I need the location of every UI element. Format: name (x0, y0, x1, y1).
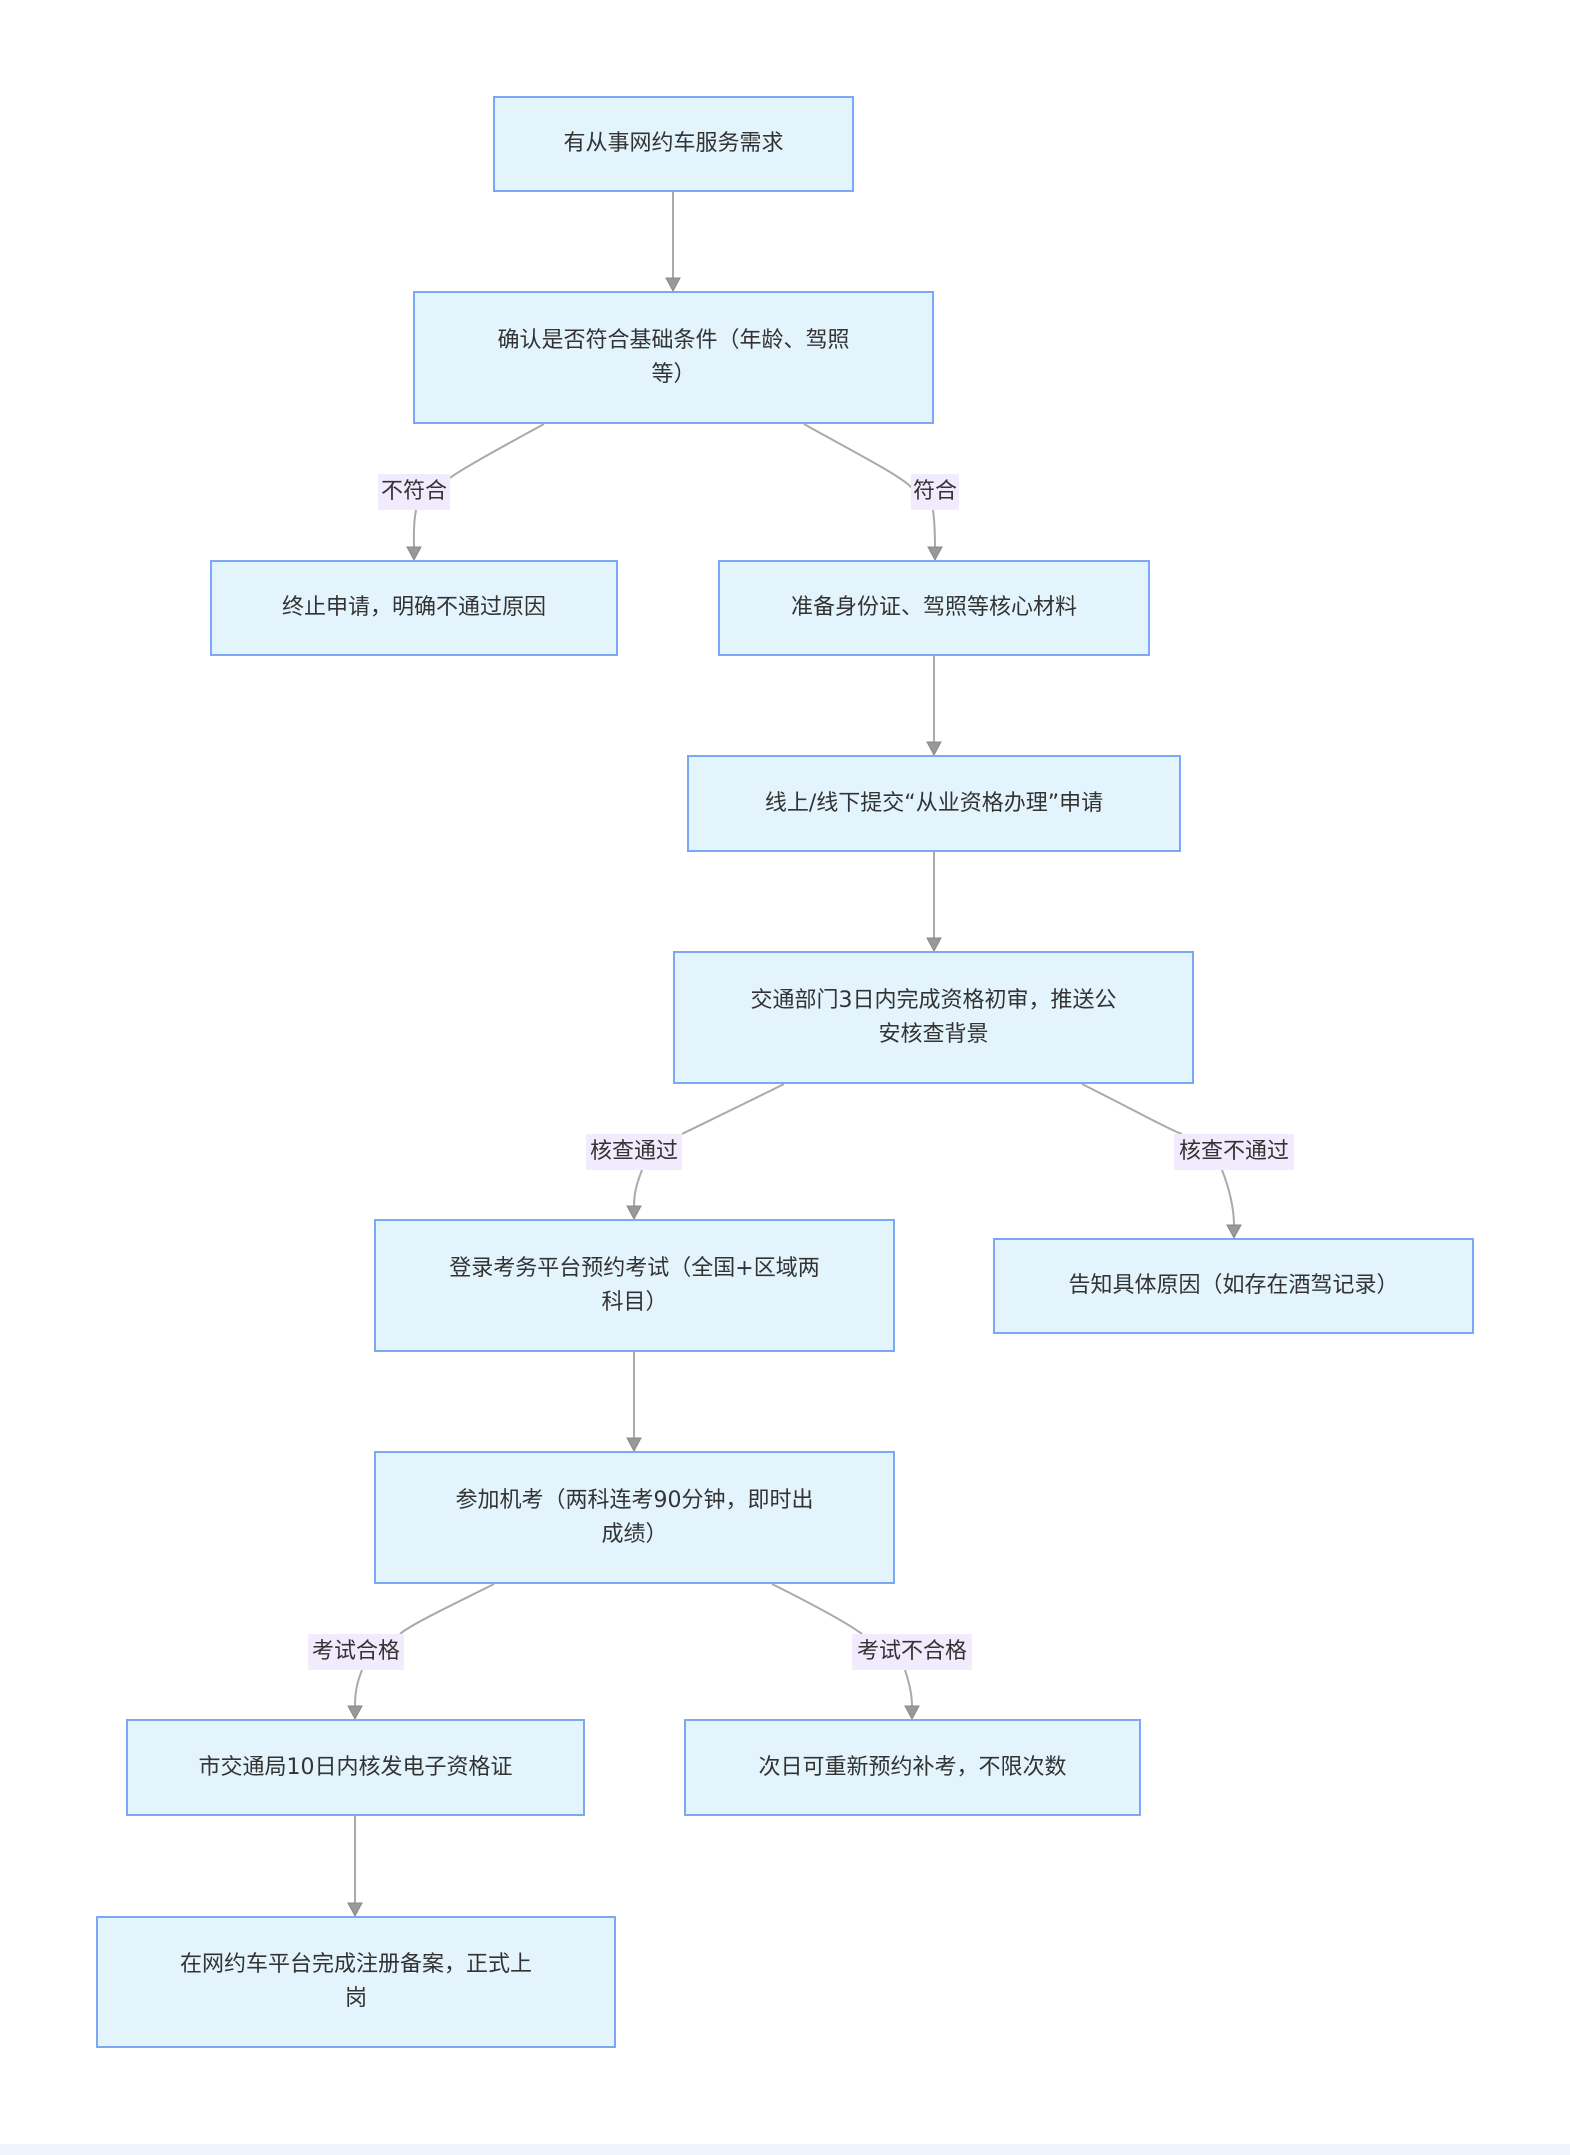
node-notify-reason: 告知具体原因（如存在酒驾记录） (993, 1238, 1474, 1334)
node-take-exam: 参加机考（两科连考90分钟，即时出 成绩） (374, 1451, 895, 1584)
edge-review-to-notify_reason (1081, 1083, 1235, 1226)
edge-label-check-pass: 核查通过 (586, 1134, 682, 1170)
node-book-exam: 登录考务平台预约考试（全国+区域两 科目） (374, 1219, 895, 1352)
node-retake: 次日可重新预约补考，不限次数 (684, 1719, 1141, 1816)
node-book-exam-line-2: 科目） (601, 1289, 668, 1315)
arrowhead-icon (406, 546, 422, 562)
arrowhead-icon (926, 741, 942, 757)
edge-take_exam-to-issue_cert (354, 1583, 495, 1707)
node-submit: 线上/线下提交“从业资格办理”申请 (687, 755, 1181, 852)
node-check-basic-line-2: 等） (651, 361, 696, 387)
node-start-text: 有从事网约车服务需求 (563, 131, 784, 156)
node-check-basic: 确认是否符合基础条件（年龄、驾照 等） (413, 291, 934, 424)
node-start: 有从事网约车服务需求 (493, 96, 854, 192)
edge-label-qualified: 符合 (911, 474, 959, 510)
arrowhead-icon (1226, 1224, 1242, 1240)
node-terminate-text: 终止申请，明确不通过原因 (281, 595, 546, 620)
edge-review-to-book_exam (633, 1083, 785, 1207)
arrowhead-icon (927, 546, 943, 562)
arrowhead-icon (665, 277, 681, 293)
node-check-basic-line-1: 确认是否符合基础条件（年龄、驾照 (497, 327, 850, 353)
arrowhead-icon (926, 937, 942, 953)
edge-label-check-fail: 核查不通过 (1174, 1134, 1294, 1170)
node-review-line-1: 交通部门3日内完成资格初审，推送公 (750, 987, 1117, 1013)
edge-take_exam-to-retake (771, 1583, 913, 1707)
edge-check_basic-to-prepare_docs (803, 423, 936, 548)
arrowhead-icon (626, 1437, 642, 1453)
arrowhead-icon (347, 1705, 363, 1721)
edge-label-not-qualified: 不符合 (378, 474, 450, 510)
node-take-exam-line-2: 成绩） (601, 1521, 668, 1547)
edge-label-exam-fail: 考试不合格 (852, 1634, 972, 1670)
node-register: 在网约车平台完成注册备案，正式上 岗 (96, 1916, 616, 2048)
node-review-line-2: 安核查背景 (878, 1021, 989, 1047)
node-book-exam-line-1: 登录考务平台预约考试（全国+区域两 (449, 1255, 820, 1281)
node-prepare-docs: 准备身份证、驾照等核心材料 (718, 560, 1150, 656)
node-submit-text: 线上/线下提交“从业资格办理”申请 (764, 790, 1104, 816)
bottom-strip (0, 2144, 1570, 2155)
edge-check_basic-to-terminate (412, 423, 545, 548)
node-terminate: 终止申请，明确不通过原因 (210, 560, 618, 656)
arrowhead-icon (626, 1205, 642, 1221)
node-prepare-docs-text: 准备身份证、驾照等核心材料 (790, 595, 1077, 620)
node-notify-reason-text: 告知具体原因（如存在酒驾记录） (1068, 1273, 1399, 1298)
node-register-line-2: 岗 (344, 1986, 367, 2011)
node-review: 交通部门3日内完成资格初审，推送公 安核查背景 (673, 951, 1194, 1084)
arrowhead-icon (347, 1902, 363, 1918)
node-register-line-1: 在网约车平台完成注册备案，正式上 (179, 1952, 532, 1977)
node-issue-cert-text: 市交通局10日内核发电子资格证 (198, 1754, 513, 1780)
node-issue-cert: 市交通局10日内核发电子资格证 (126, 1719, 585, 1816)
node-retake-text: 次日可重新预约补考，不限次数 (758, 1754, 1067, 1780)
node-take-exam-line-1: 参加机考（两科连考90分钟，即时出 (455, 1487, 814, 1513)
arrowhead-icon (904, 1705, 920, 1721)
edge-label-exam-pass: 考试合格 (308, 1634, 404, 1670)
